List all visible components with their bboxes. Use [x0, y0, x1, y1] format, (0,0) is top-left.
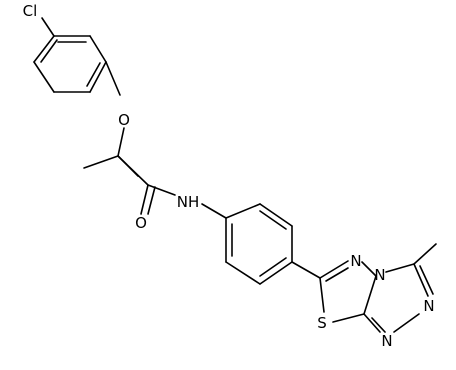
methyl-bond: [413, 243, 437, 265]
amide-nh-label: NH: [177, 193, 200, 211]
chlorine-label: Cl: [23, 2, 38, 20]
nitrogen-label-4: N: [381, 332, 392, 350]
aryl-o-bond: [105, 61, 121, 96]
amide-core: [83, 127, 176, 215]
aryl-heteroaryl-bond: [291, 261, 321, 279]
thiadiazolotriazole-rings: [319, 260, 434, 333]
phenylene-ring: [225, 203, 293, 285]
n-aryl-bond: [201, 203, 227, 219]
nitrogen-label-3: N: [423, 297, 434, 315]
nitrogen-label-1: N: [350, 252, 361, 270]
nitrogen-label-2: N: [374, 266, 385, 284]
chlorophenyl-ring: [33, 35, 107, 93]
sulfur-label: S: [317, 314, 327, 332]
carbonyl-oxygen-label: O: [135, 214, 147, 232]
c-cl-bond: [41, 17, 55, 37]
ether-oxygen-label: O: [118, 111, 130, 129]
